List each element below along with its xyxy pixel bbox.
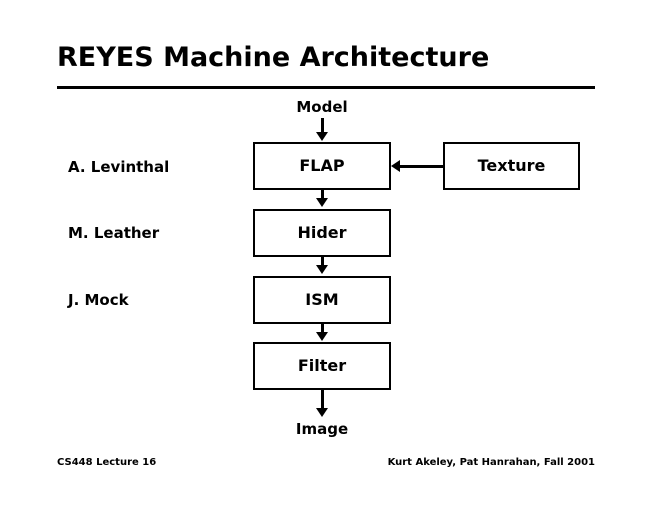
diagram-input-label: Model: [296, 98, 348, 116]
author-label-ism: J. Mock: [68, 291, 129, 309]
flow-box-flap-label: FLAP: [299, 156, 345, 175]
arrow-model-to-flap-line: [321, 118, 324, 134]
footer-lecture-info: CS448 Lecture 16: [57, 457, 157, 468]
arrow-hider-to-ism-line: [321, 257, 324, 267]
flow-box-hider-label: Hider: [297, 223, 347, 242]
flow-box-flap[interactable]: FLAP: [253, 142, 391, 190]
arrow-model-to-flap-head: [316, 132, 328, 141]
flow-box-hider[interactable]: Hider: [253, 209, 391, 257]
arrow-texture-to-flap-head: [391, 160, 400, 172]
flow-box-ism-label: ISM: [305, 290, 339, 309]
diagram-output-label: Image: [295, 420, 349, 438]
flow-box-filter-label: Filter: [297, 356, 347, 375]
arrow-filter-to-image-head: [316, 408, 328, 417]
arrow-texture-to-flap-line: [400, 165, 443, 168]
flow-box-texture[interactable]: Texture: [443, 142, 580, 190]
flow-box-filter[interactable]: Filter: [253, 342, 391, 390]
flow-box-texture-label: Texture: [477, 156, 546, 175]
arrow-ism-to-filter-head: [316, 332, 328, 341]
arrow-ism-to-filter-line: [321, 324, 324, 334]
title-divider: [57, 86, 595, 89]
arrow-flap-to-hider-head: [316, 198, 328, 207]
page-title: REYES Machine Architecture: [57, 42, 490, 73]
flow-box-ism[interactable]: ISM: [253, 276, 391, 324]
arrow-flap-to-hider-line: [321, 190, 324, 200]
author-label-flap: A. Levinthal: [68, 158, 170, 176]
arrow-filter-to-image-line: [321, 390, 324, 411]
author-label-hider: M. Leather: [68, 224, 160, 242]
arrow-hider-to-ism-head: [316, 265, 328, 274]
footer-authors-info: Kurt Akeley, Pat Hanrahan, Fall 2001: [387, 457, 595, 468]
